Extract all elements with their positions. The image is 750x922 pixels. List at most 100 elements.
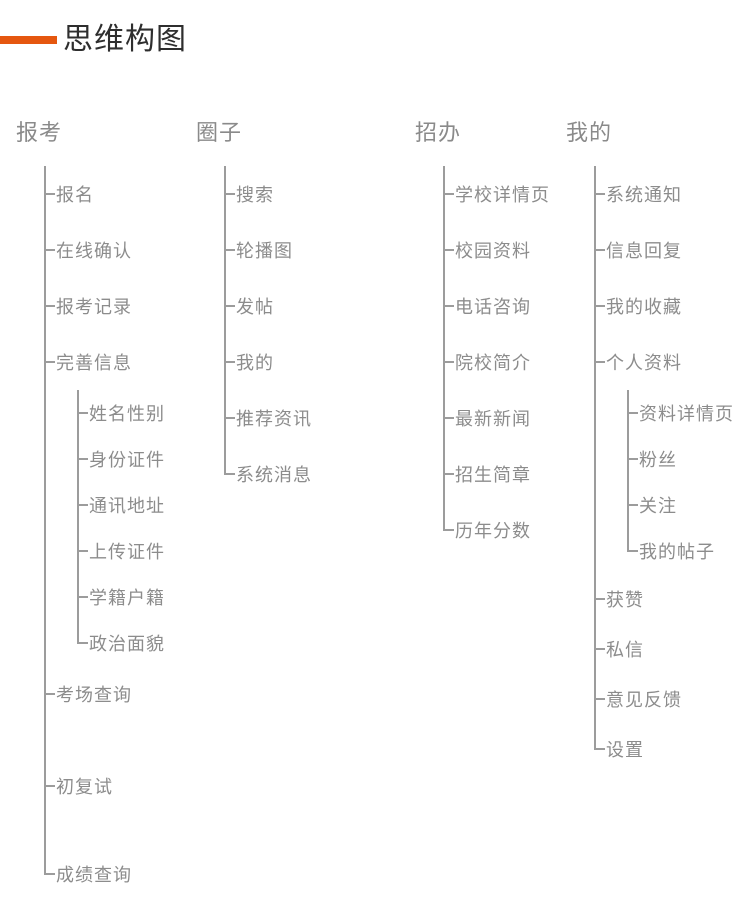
tree-node-label: 招生简章	[455, 465, 531, 485]
mindmap-column: 圈子搜索轮播图发帖我的推荐资讯系统消息	[196, 118, 312, 502]
tree-node-row: 初复试	[44, 758, 165, 814]
tree-node-label: 搜索	[236, 185, 274, 205]
tree-node-row: 学籍户籍	[77, 574, 165, 620]
tree-tick-line	[224, 305, 235, 307]
tree-branch: 搜索轮播图发帖我的推荐资讯系统消息	[224, 166, 312, 502]
title-accent-bar	[0, 36, 57, 44]
tree-tick-line	[77, 550, 88, 552]
tree-trunk-line	[77, 390, 79, 643]
tree-trunk-line	[44, 166, 46, 874]
tree-node-label: 电话咨询	[455, 297, 531, 317]
tree-node-row: 最新新闻	[443, 390, 550, 446]
tree-node-label: 推荐资讯	[236, 409, 312, 429]
column-header: 圈子	[196, 120, 243, 145]
tree-node-label: 轮播图	[236, 241, 293, 261]
tree-node-row: 获赞	[594, 574, 734, 624]
tree-node-row: 粉丝	[627, 436, 734, 482]
tree-node-label: 初复试	[56, 777, 113, 797]
tree-node-row: 资料详情页	[627, 390, 734, 436]
tree-node: 姓名性别	[77, 390, 165, 436]
tree-node-label: 意见反馈	[606, 690, 682, 710]
tree-node: 成绩查询	[44, 846, 165, 902]
tree-node: 上传证件	[77, 528, 165, 574]
tree-node: 最新新闻	[443, 390, 550, 446]
tree-tick-line	[594, 598, 605, 600]
page-title: 思维构图	[63, 23, 187, 56]
tree-node-label: 资料详情页	[639, 404, 734, 424]
tree-node: 发帖	[224, 278, 312, 334]
tree-node-row: 报考记录	[44, 278, 165, 334]
tree-node-label: 发帖	[236, 297, 274, 317]
tree-node: 在线确认	[44, 222, 165, 278]
tree-tick-line	[44, 785, 55, 787]
tree-tick-line	[594, 249, 605, 251]
tree-node-row: 在线确认	[44, 222, 165, 278]
tree-tick-line	[44, 873, 55, 875]
tree-tick-line	[77, 642, 88, 644]
tree-node-label: 完善信息	[56, 353, 132, 373]
tree-node: 报名	[44, 166, 165, 222]
tree-node-label: 身份证件	[89, 450, 165, 470]
tree-tick-line	[77, 596, 88, 598]
tree-tick-line	[627, 550, 638, 552]
tree-node-row: 考场查询	[44, 666, 165, 722]
tree-node-label: 系统消息	[236, 465, 312, 485]
tree-tick-line	[594, 648, 605, 650]
tree-node: 关注	[627, 482, 734, 528]
mindmap-column: 我的系统通知信息回复我的收藏个人资料资料详情页粉丝关注我的帖子获赞私信意见反馈设…	[566, 118, 734, 774]
tree-node-row: 意见反馈	[594, 674, 734, 724]
tree-node: 意见反馈	[594, 674, 734, 724]
tree-node: 学籍户籍	[77, 574, 165, 620]
tree-node-label: 校园资料	[455, 241, 531, 261]
tree-node: 获赞	[594, 574, 734, 624]
tree-node-label: 最新新闻	[455, 409, 531, 429]
tree-node-row: 历年分数	[443, 502, 550, 558]
tree-node-row: 推荐资讯	[224, 390, 312, 446]
tree-node-row: 报名	[44, 166, 165, 222]
tree-node-label: 我的帖子	[639, 542, 715, 562]
tree-node-label: 学籍户籍	[89, 588, 165, 608]
tree-node-label: 在线确认	[56, 241, 132, 261]
tree-trunk-line	[224, 166, 226, 474]
tree-node-label: 成绩查询	[56, 865, 132, 885]
column-header: 报考	[16, 120, 63, 145]
tree-tick-line	[224, 473, 235, 475]
tree-node: 通讯地址	[77, 482, 165, 528]
tree-branch: 姓名性别身份证件通讯地址上传证件学籍户籍政治面貌	[77, 390, 165, 666]
tree-node-label: 历年分数	[455, 521, 531, 541]
tree-tick-line	[594, 193, 605, 195]
tree-node: 我的	[224, 334, 312, 390]
tree-tick-line	[627, 458, 638, 460]
mindmap: 报考报名在线确认报考记录完善信息姓名性别身份证件通讯地址上传证件学籍户籍政治面貌…	[0, 118, 750, 922]
mindmap-column: 报考报名在线确认报考记录完善信息姓名性别身份证件通讯地址上传证件学籍户籍政治面貌…	[16, 118, 165, 902]
tree-node-row: 轮播图	[224, 222, 312, 278]
tree-node: 我的收藏	[594, 278, 734, 334]
tree-node: 轮播图	[224, 222, 312, 278]
tree-node-row: 关注	[627, 482, 734, 528]
tree-node-label: 个人资料	[606, 353, 682, 373]
title-row: 思维构图	[0, 0, 750, 56]
tree-node-row: 完善信息	[44, 334, 165, 390]
tree-branch: 学校详情页校园资料电话咨询院校简介最新新闻招生简章历年分数	[443, 166, 550, 558]
tree-node-label: 报考记录	[56, 297, 132, 317]
tree-node-label: 院校简介	[455, 353, 531, 373]
tree-trunk-line	[443, 166, 445, 530]
tree-node-label: 私信	[606, 640, 644, 660]
tree-node-row: 身份证件	[77, 436, 165, 482]
tree-node: 招生简章	[443, 446, 550, 502]
tree-node-label: 报名	[56, 185, 94, 205]
tree-tick-line	[77, 458, 88, 460]
tree-node-label: 我的收藏	[606, 297, 682, 317]
tree-node: 考场查询	[44, 666, 165, 722]
tree-tick-line	[44, 693, 55, 695]
tree-node-row: 设置	[594, 724, 734, 774]
tree-tick-line	[443, 529, 454, 531]
tree-node-label: 姓名性别	[89, 404, 165, 424]
tree-tick-line	[443, 361, 454, 363]
tree-node: 完善信息姓名性别身份证件通讯地址上传证件学籍户籍政治面貌	[44, 334, 165, 666]
column-header: 我的	[566, 120, 613, 145]
tree-node: 学校详情页	[443, 166, 550, 222]
tree-tick-line	[443, 417, 454, 419]
tree-tick-line	[594, 748, 605, 750]
tree-node-row: 系统消息	[224, 446, 312, 502]
